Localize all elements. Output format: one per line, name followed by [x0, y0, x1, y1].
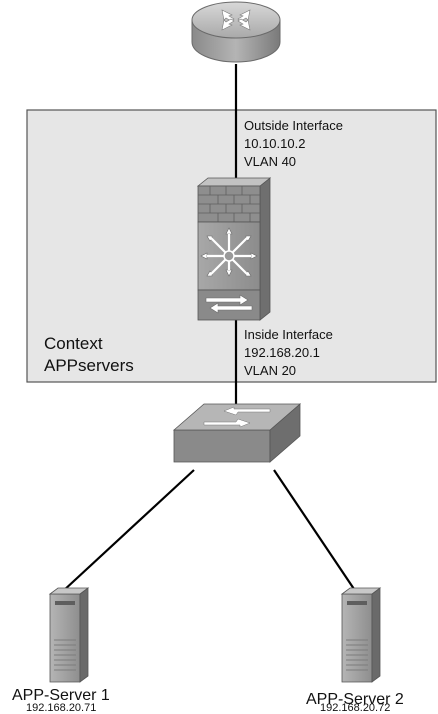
server-icon: [340, 587, 382, 683]
inside-interface-ip: 192.168.20.1: [244, 345, 320, 360]
firewall-icon: [196, 177, 272, 321]
server-icon: [48, 587, 90, 683]
outside-interface-label: Outside Interface: [244, 118, 343, 133]
outside-interface-ip: 10.10.10.2: [244, 136, 306, 151]
server-2-ip: 192.168.20.72: [320, 702, 391, 714]
switch-icon: [172, 403, 302, 463]
outside-interface-vlan: VLAN 40: [244, 154, 297, 169]
link-switch-server-1: [61, 469, 195, 593]
server-2-name: APP-Server 2: [306, 691, 404, 708]
router-icon: [191, 1, 281, 63]
context-name: APPservers: [44, 356, 134, 375]
server-1-name: APP-Server 1: [12, 687, 110, 704]
link-switch-server-2: [273, 469, 357, 593]
context-label: Context: [44, 334, 103, 353]
inside-interface-vlan: VLAN 20: [244, 363, 297, 378]
server-1-ip: 192.168.20.71: [26, 702, 97, 714]
inside-interface-label: Inside Interface: [244, 327, 333, 342]
